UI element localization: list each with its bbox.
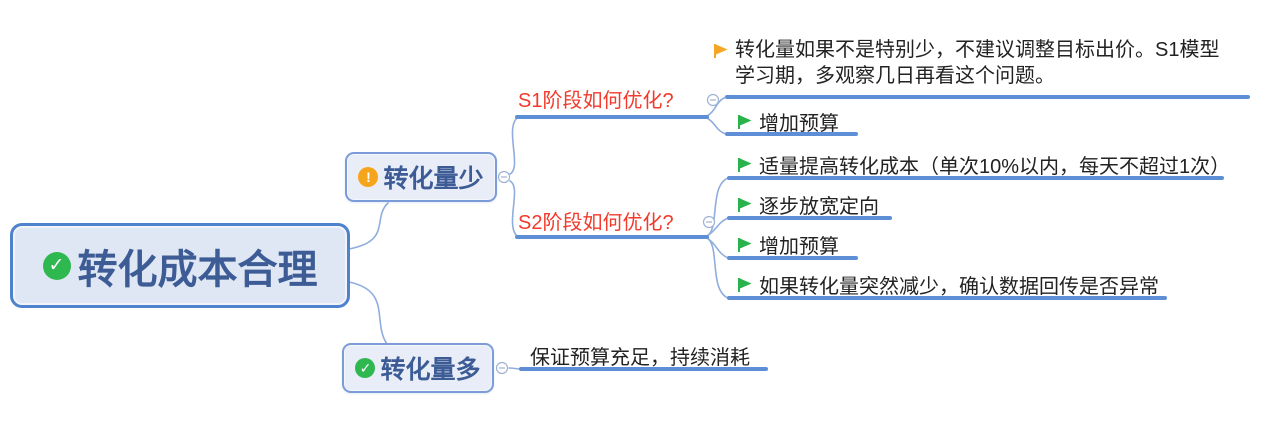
leaf-topic-s2-check-data-callback[interactable]: 如果转化量突然减少，确认数据回传是否异常 — [736, 270, 1159, 299]
branch-topic-label: 转化量少 — [383, 165, 484, 193]
leaf-topic-keep-budget[interactable]: 保证预算充足，持续消耗 — [530, 341, 750, 370]
connector-s1-to-leaf2 — [706, 117, 727, 135]
connector-s2-to-leaf4 — [706, 237, 729, 299]
branch-topic-label: 转化量多 — [380, 356, 481, 384]
leaf-topic-label: 如果转化量突然减少，确认数据回传是否异常 — [759, 276, 1159, 298]
topic-s2-stage[interactable]: S2阶段如何优化? — [518, 212, 674, 234]
connector-root-to-branch1 — [348, 202, 389, 250]
topic-s1-stage[interactable]: S1阶段如何优化? — [518, 90, 674, 112]
connector-root-to-branch2 — [348, 281, 388, 345]
leaf-topic-s1-increase-budget[interactable]: 增加预算 — [736, 107, 839, 136]
collapse-toggle-branch1[interactable] — [497, 170, 511, 184]
leaf-topic-s1-advice[interactable]: 转化量如果不是特别少，不建议调整目标出价。S1模型学习期，多观察几日再看这个问题… — [712, 37, 1227, 89]
connector-branch1-to-s1 — [509, 117, 518, 175]
leaf-topic-label: 逐步放宽定向 — [759, 196, 879, 218]
branch-topic-low-conversions[interactable]: ! 转化量少 — [345, 152, 497, 202]
collapse-toggle-s2[interactable] — [702, 215, 716, 229]
connector-s1-to-leaf1 — [706, 96, 727, 117]
flag-orange-icon — [714, 44, 728, 58]
flag-green-icon — [738, 198, 752, 212]
leaf-topic-label: 增加预算 — [759, 236, 839, 258]
leaf-topic-s2-raise-cost[interactable]: 适量提高转化成本（单次10%以内，每天不超过1次） — [736, 150, 1230, 179]
central-topic[interactable]: ✓ 转化成本合理 — [10, 223, 350, 308]
leaf-topic-label: 转化量如果不是特别少，不建议调整目标出价。S1模型学习期，多观察几日再看这个问题… — [735, 39, 1220, 87]
leaf-topic-s2-increase-budget[interactable]: 增加预算 — [736, 230, 839, 259]
check-circle-icon: ✓ — [42, 251, 71, 280]
leaf-topic-label: 适量提高转化成本（单次10%以内，每天不超过1次） — [759, 156, 1231, 178]
leaf-topic-s2-widen-targeting[interactable]: 逐步放宽定向 — [736, 190, 879, 219]
leaf-topic-label: 保证预算充足，持续消耗 — [530, 347, 750, 369]
flag-green-icon — [738, 158, 752, 172]
check-circle-icon: ✓ — [355, 358, 376, 378]
flag-green-icon — [738, 238, 752, 252]
leaf-topic-label: 增加预算 — [759, 113, 839, 135]
connector-branch1-to-s2 — [509, 180, 518, 237]
branch-topic-high-conversions[interactable]: ✓ 转化量多 — [342, 343, 494, 393]
warning-circle-icon: ! — [358, 167, 379, 187]
collapse-toggle-s1[interactable] — [706, 93, 720, 107]
flag-green-icon — [738, 278, 752, 292]
central-topic-label: 转化成本合理 — [77, 247, 318, 292]
flag-green-icon — [738, 115, 752, 129]
connector-s2-to-leaf2 — [706, 217, 729, 237]
collapse-toggle-branch2[interactable] — [495, 361, 509, 375]
